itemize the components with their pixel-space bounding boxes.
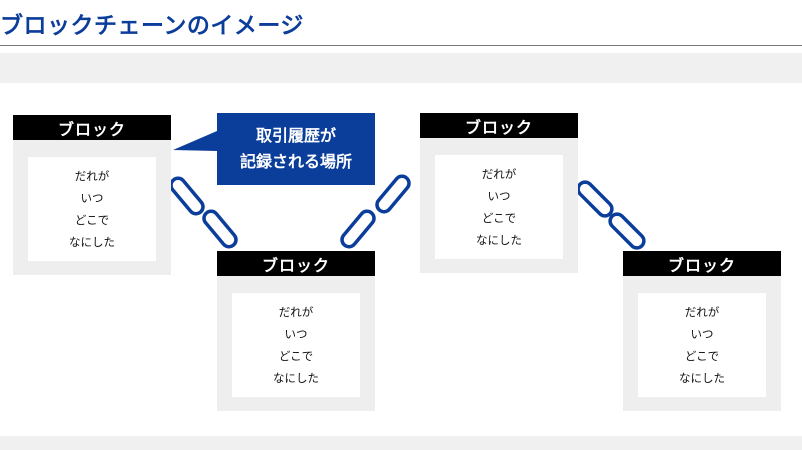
bottom-band bbox=[0, 436, 802, 450]
block-line-who: だれが bbox=[74, 169, 110, 183]
chain-link-icon bbox=[169, 176, 238, 249]
block-header: ブロック bbox=[217, 251, 375, 276]
block-body: だれが いつ どこで なにした bbox=[217, 276, 375, 411]
block-line-who: だれが bbox=[278, 305, 314, 319]
callout-box: 取引履歴が 記録される場所 bbox=[217, 113, 375, 185]
block-line-what: なにした bbox=[476, 233, 522, 247]
block-content: だれが いつ どこで なにした bbox=[28, 157, 156, 261]
block-header: ブロック bbox=[623, 251, 781, 276]
block-4: ブロック だれが いつ どこで なにした bbox=[623, 251, 781, 411]
block-2: ブロック だれが いつ どこで なにした bbox=[217, 251, 375, 411]
block-content: だれが いつ どこで なにした bbox=[435, 155, 563, 259]
block-line-when: いつ bbox=[80, 191, 104, 205]
block-line-what: なにした bbox=[273, 371, 319, 385]
block-header: ブロック bbox=[420, 113, 578, 138]
block-3: ブロック だれが いつ どこで なにした bbox=[420, 113, 578, 273]
callout-text: 取引履歴が 記録される場所 bbox=[217, 113, 375, 185]
block-line-when: いつ bbox=[284, 327, 308, 341]
block-content: だれが いつ どこで なにした bbox=[232, 293, 360, 397]
block-line-what: なにした bbox=[69, 235, 115, 249]
block-body: だれが いつ どこで なにした bbox=[13, 140, 171, 275]
top-band bbox=[0, 53, 802, 83]
block-1: ブロック だれが いつ どこで なにした bbox=[13, 115, 171, 275]
chain-link-icon bbox=[340, 174, 411, 249]
slide-title: ブロックチェーンのイメージ bbox=[0, 13, 304, 39]
block-line-where: どこで bbox=[74, 213, 110, 227]
block-line-where: どこで bbox=[684, 349, 720, 363]
callout-pointer bbox=[173, 131, 217, 151]
callout-line-1: 取引履歴が bbox=[255, 126, 336, 145]
block-line-where: どこで bbox=[481, 211, 517, 225]
block-content: だれが いつ どこで なにした bbox=[638, 293, 766, 397]
block-header: ブロック bbox=[13, 115, 171, 140]
callout-line-2: 記録される場所 bbox=[239, 152, 352, 171]
slide-title-bar: ブロックチェーンのイメージ bbox=[0, 0, 802, 46]
block-line-when: いつ bbox=[487, 189, 511, 203]
block-line-where: どこで bbox=[278, 349, 314, 363]
block-line-who: だれが bbox=[684, 305, 720, 319]
block-body: だれが いつ どこで なにした bbox=[623, 276, 781, 411]
chain-link-icon bbox=[576, 180, 646, 250]
block-line-what: なにした bbox=[679, 371, 725, 385]
block-body: だれが いつ どこで なにした bbox=[420, 138, 578, 273]
block-line-when: いつ bbox=[690, 327, 714, 341]
block-line-who: だれが bbox=[481, 167, 517, 181]
